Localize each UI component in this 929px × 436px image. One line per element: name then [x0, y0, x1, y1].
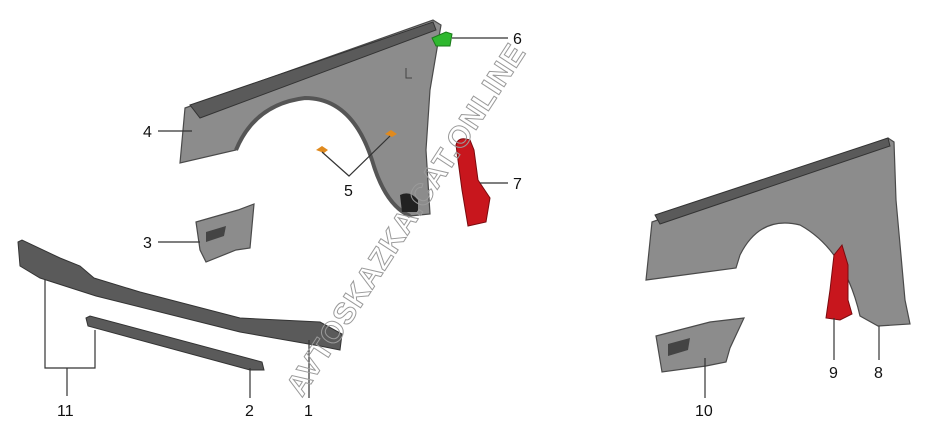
callout-10: 10	[695, 403, 713, 420]
part-9-bracket[interactable]	[825, 243, 853, 321]
callout-3: 3	[143, 235, 152, 252]
part-5-clip-b[interactable]	[385, 130, 397, 137]
part-6-clip[interactable]	[431, 31, 453, 47]
part-2-beam[interactable]	[85, 315, 265, 371]
leader-lines	[44, 37, 880, 398]
callout-1: 1	[304, 403, 313, 420]
callout-6: 6	[513, 31, 522, 48]
part-7-bracket[interactable]	[455, 138, 491, 227]
callout-9: 9	[829, 365, 838, 382]
callout-8: 8	[874, 365, 883, 382]
callout-2: 2	[245, 403, 254, 420]
part-8-front-fender-right[interactable]	[645, 137, 911, 327]
part-5-clip-a[interactable]	[316, 146, 328, 153]
part-4-front-fender-left[interactable]	[179, 19, 442, 218]
part-3-bracket[interactable]	[195, 203, 255, 263]
part-1-beam[interactable]	[17, 239, 343, 351]
callout-4: 4	[143, 124, 152, 141]
part-10-bracket[interactable]	[655, 317, 745, 373]
callout-5: 5	[344, 183, 353, 200]
callout-11: 11	[57, 403, 74, 420]
callout-7: 7	[513, 176, 522, 193]
